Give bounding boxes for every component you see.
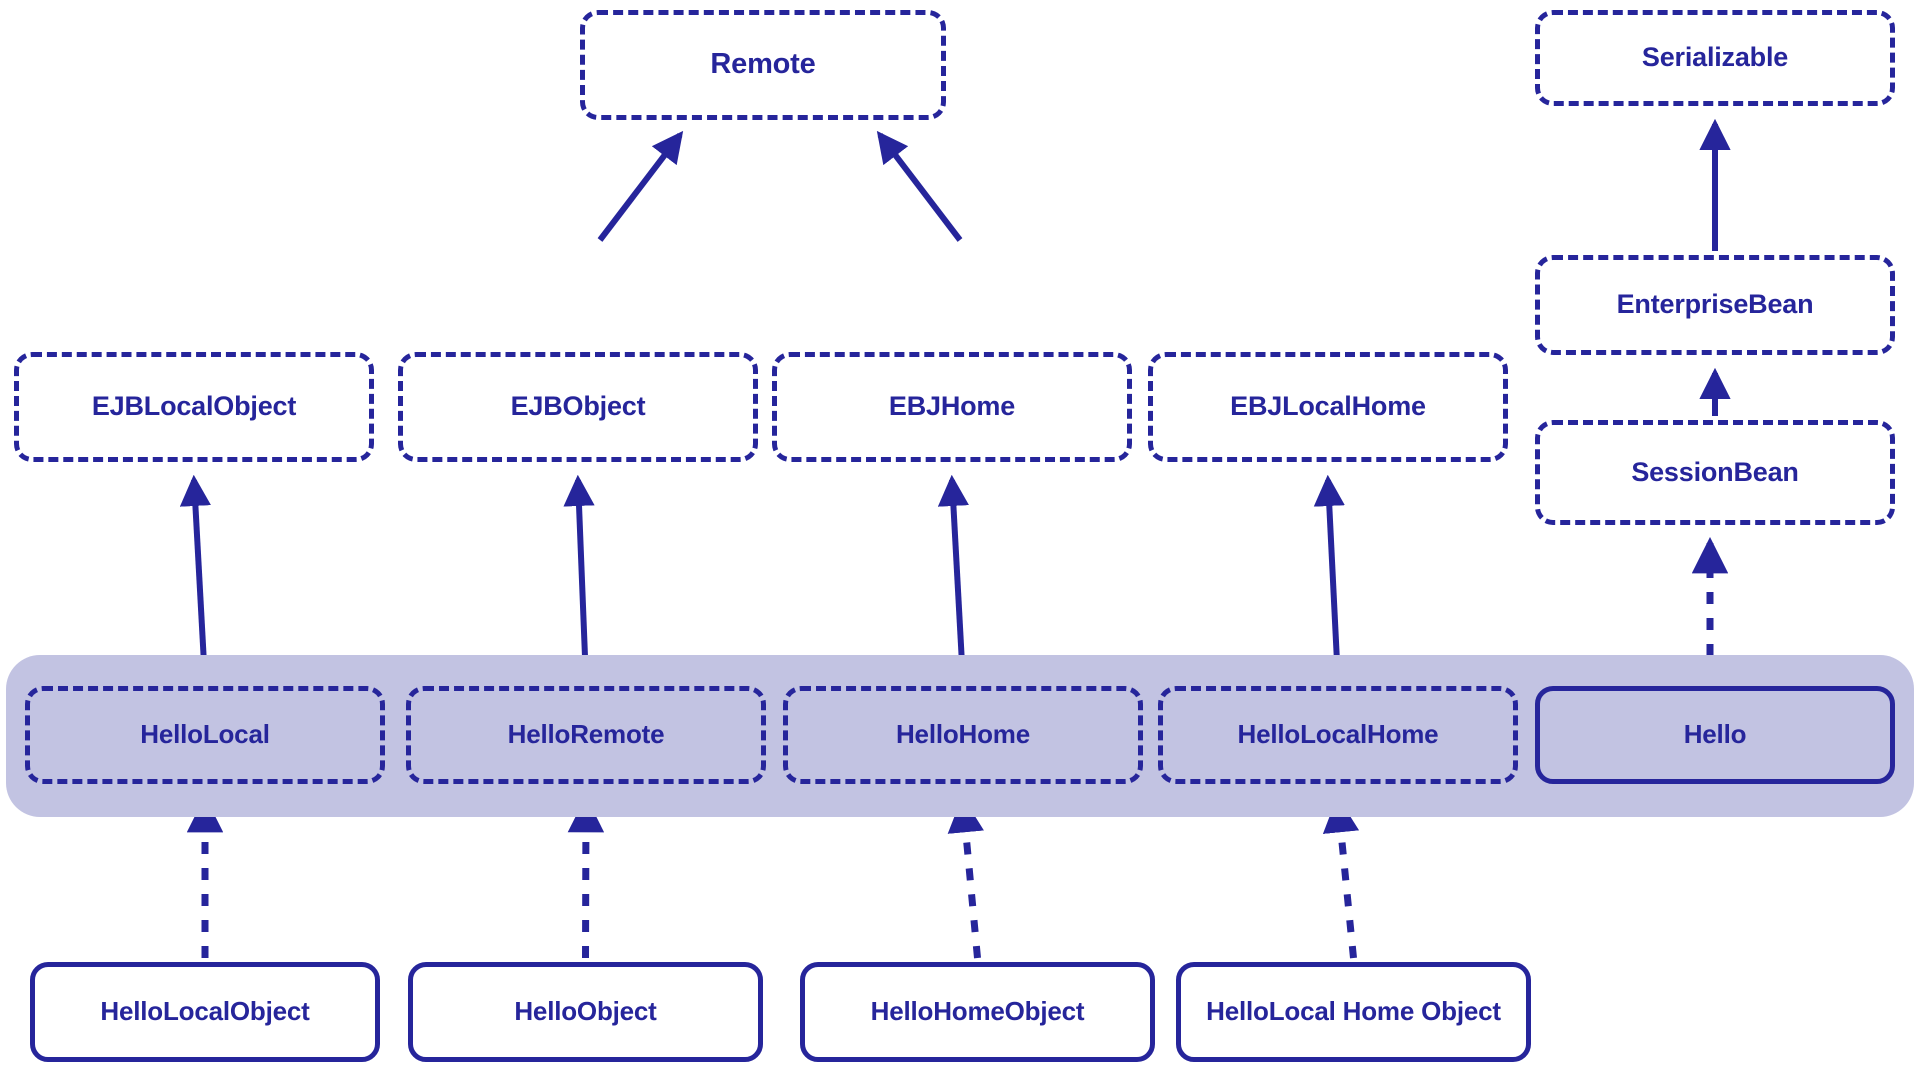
node-label: HelloLocalObject: [100, 996, 310, 1027]
node-remote[interactable]: Remote: [580, 10, 946, 120]
node-hellohome[interactable]: HelloHome: [783, 686, 1143, 784]
node-hello[interactable]: Hello: [1535, 686, 1895, 784]
node-label: Hello: [1683, 719, 1747, 750]
node-label: HelloHomeObject: [870, 996, 1085, 1027]
edge-hellolocalhome-to-ebjlocalhome: [1313, 474, 1345, 683]
node-sessionbean[interactable]: SessionBean: [1535, 420, 1895, 525]
node-hellohomeobject[interactable]: HelloHomeObject: [800, 962, 1155, 1062]
edge-ejbobject-to-remote: [597, 130, 684, 242]
edge-helloremote-to-ejbobject: [563, 474, 595, 683]
node-label: EnterpriseBean: [1616, 289, 1814, 320]
node-label: HelloObject: [514, 996, 657, 1027]
node-label: Remote: [710, 48, 816, 81]
node-hellolocal[interactable]: HelloLocal: [25, 686, 385, 784]
node-ejblocalobject[interactable]: EJBLocalObject: [14, 352, 374, 462]
edge-hellolocal-to-ejblocalobject: [179, 474, 211, 683]
edge-hellohome-to-ebjhome: [937, 474, 969, 683]
node-label: HelloLocal: [140, 719, 270, 750]
edge-ebjhome-to-remote: [876, 130, 963, 242]
node-label: HelloRemote: [507, 719, 665, 750]
node-ejbobject[interactable]: EJBObject: [398, 352, 758, 462]
node-hellolocalobject[interactable]: HelloLocalObject: [30, 962, 380, 1062]
node-enterprisebean[interactable]: EnterpriseBean: [1535, 255, 1895, 355]
node-helloobject[interactable]: HelloObject: [408, 962, 763, 1062]
node-label: HelloHome: [895, 719, 1030, 750]
node-label: HelloLocal Home Object: [1206, 996, 1501, 1027]
node-label: EBJLocalHome: [1230, 391, 1426, 422]
node-label: SessionBean: [1631, 456, 1799, 487]
node-label: EJBLocalObject: [91, 391, 297, 422]
node-hellolocalhome[interactable]: HelloLocalHome: [1158, 686, 1518, 784]
edge-hellolocalhomeobj-to-hellolocalhome: [1322, 795, 1360, 959]
node-serializable[interactable]: Serializable: [1535, 10, 1895, 106]
edge-hellohomeobject-to-hellohome: [947, 795, 984, 959]
node-ebjlocalhome[interactable]: EBJLocalHome: [1148, 352, 1508, 462]
highlight-band: [6, 655, 1914, 817]
edge-helloobject-to-helloremote: [567, 795, 605, 959]
node-ebjhome[interactable]: EBJHome: [772, 352, 1132, 462]
node-label: EJBObject: [510, 391, 646, 422]
node-hellolocalhomeobj[interactable]: HelloLocal Home Object: [1176, 962, 1531, 1062]
node-label: EBJHome: [888, 391, 1016, 422]
node-label: HelloLocalHome: [1237, 719, 1439, 750]
node-label: Serializable: [1641, 42, 1789, 73]
node-helloremote[interactable]: HelloRemote: [406, 686, 766, 784]
